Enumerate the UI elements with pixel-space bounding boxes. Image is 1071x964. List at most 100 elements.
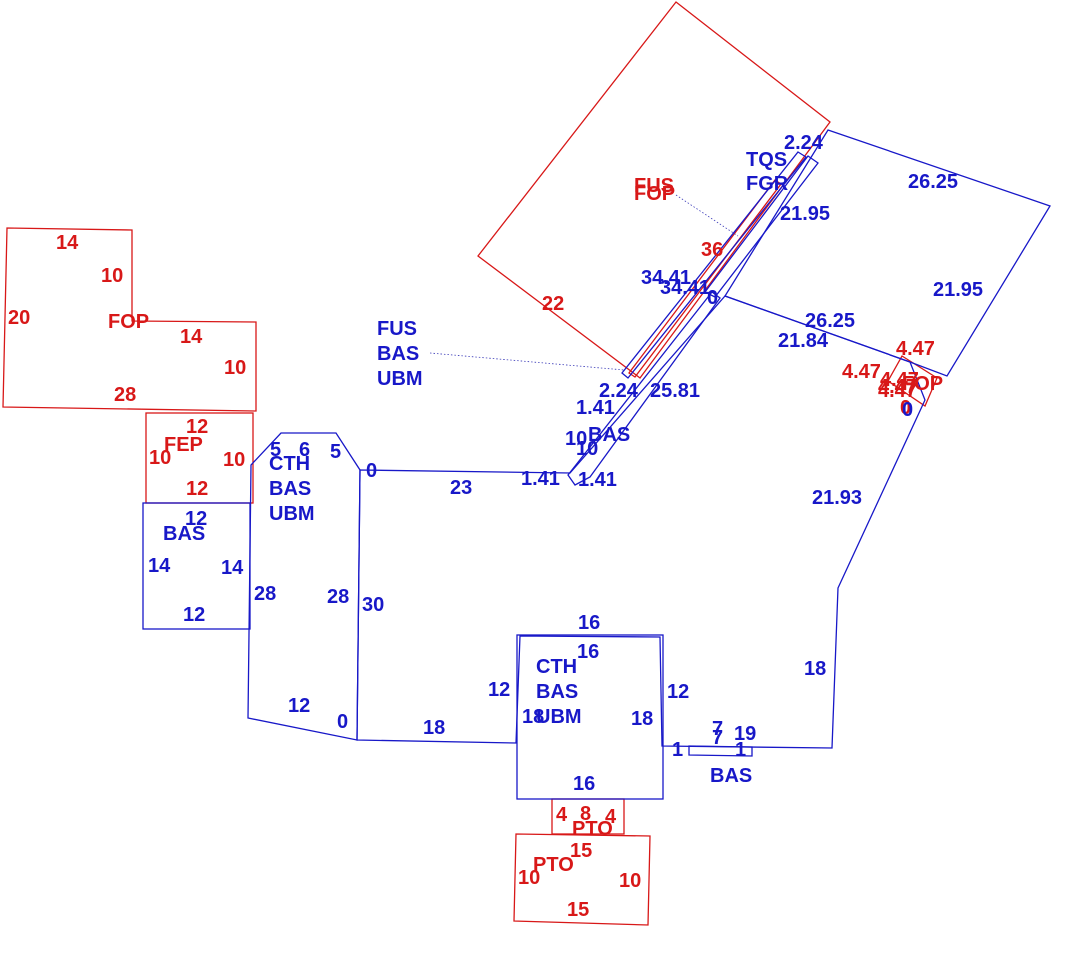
dimension-label: 16 (573, 773, 595, 795)
left-tower-outline (247, 432, 361, 741)
area-code-label: BAS (377, 343, 419, 365)
dimension-label: 21.93 (812, 487, 862, 509)
dimension-label: 10 (518, 867, 540, 889)
dimension-label: 18 (804, 658, 826, 680)
dimension-label: 10 (565, 428, 587, 450)
dimension-label: 2.24 (599, 380, 639, 402)
dimension-label: FOP (902, 373, 943, 395)
bas-diagonal-outline (567, 291, 721, 486)
area-code-label: FUS (377, 318, 417, 340)
area-code-label: BAS (536, 681, 578, 703)
area-code-label: BAS (710, 765, 752, 787)
dimension-label: 20 (8, 307, 30, 329)
fgr-strip-outline (704, 155, 819, 298)
dimension-label: 12 (288, 695, 310, 717)
dimension-label: FOP (108, 311, 149, 333)
right-wing-outline (724, 129, 1051, 377)
dimension-label: 36 (701, 239, 723, 261)
dimension-label: 12 (667, 681, 689, 703)
dimension-label: 1.41 (521, 468, 560, 490)
dimension-label: 14 (56, 232, 79, 254)
dimension-label: 26.25 (805, 310, 855, 332)
dimension-label: 4 (556, 804, 568, 826)
dimension-label: 34.41 (641, 267, 691, 289)
dimension-label: 0 (337, 711, 348, 733)
cth-bottom-room-outline (516, 634, 664, 800)
dimension-label: 5 (330, 441, 341, 463)
area-code-label: UBM (269, 503, 315, 525)
dimension-label: FUS (634, 175, 674, 197)
dimension-label: 0 (366, 460, 377, 482)
dimension-label: 10 (224, 357, 246, 379)
dimension-label: 22 (542, 293, 564, 315)
dimension-label: 10 (576, 438, 598, 460)
dimension-label: 4 (605, 806, 617, 828)
dimension-label: 10 (619, 870, 641, 892)
dimension-label: 4.47 (878, 376, 917, 398)
dimension-label: FOP (634, 183, 675, 205)
dimension-label: PTO (533, 854, 574, 876)
dimension-label: 2.24 (784, 132, 824, 154)
dimension-label: 0 (902, 399, 913, 421)
dimension-label: 18 (522, 706, 544, 728)
dimension-label: 12 (488, 679, 510, 701)
dimension-label: 10 (149, 447, 171, 469)
fus-fop-leader-line (675, 194, 739, 237)
dimension-label: 28 (114, 384, 136, 406)
dimension-label: 4.47 (878, 380, 917, 402)
dimension-label: 30 (362, 594, 384, 616)
dimension-label: 26.25 (908, 171, 958, 193)
dimension-label: 1 (672, 739, 683, 761)
dimension-label: 14 (221, 557, 244, 579)
dimension-label: 0 (900, 397, 911, 419)
dimension-label: 18 (423, 717, 445, 739)
fus-bas-ubm-leader-line (429, 352, 625, 371)
dimension-label: 16 (578, 612, 600, 634)
dimension-label: 15 (567, 899, 589, 921)
dimension-label: 28 (254, 583, 276, 605)
dimension-label: 1.41 (578, 469, 617, 491)
area-code-label: BAS (163, 523, 205, 545)
dimension-label: 14 (180, 326, 203, 348)
area-code-label: BAS (269, 478, 311, 500)
fop-small-porch-outline (887, 355, 938, 407)
bas-left-room-outline (142, 502, 251, 630)
dimension-label: 1 (735, 739, 746, 761)
area-code-label: CTH (269, 453, 310, 475)
dimension-label: 18 (631, 708, 653, 730)
area-code-label: UBM (536, 706, 582, 728)
dimension-label: 12 (183, 604, 205, 626)
dimension-label: 12 (186, 478, 208, 500)
bas-small-strip-outline (688, 745, 753, 757)
dimension-label: 12 (185, 508, 207, 530)
dimension-label: 7 (712, 718, 723, 740)
fus-bas-strip-outline (621, 151, 807, 379)
dimension-label: 16 (577, 641, 599, 663)
dimension-label: 7 (712, 727, 723, 749)
area-code-label: UBM (377, 368, 423, 390)
dimension-label: 4.47 (842, 361, 881, 383)
pto-patio-outline (513, 833, 651, 926)
dimension-label: 4.47 (880, 369, 919, 391)
dimension-label: FEP (164, 434, 203, 456)
dimension-label: 25.81 (650, 380, 700, 402)
dimension-label: 4.47 (896, 338, 935, 360)
main-building-outline (356, 295, 926, 749)
dimension-label: 1.41 (576, 397, 615, 419)
dimension-label: 8 (580, 803, 591, 825)
dimension-label: 21.95 (933, 279, 983, 301)
dimension-label: PTO (572, 818, 613, 840)
dimension-label: 6 (299, 439, 310, 461)
dimension-label: 15 (570, 840, 592, 862)
area-code-label: FGR (746, 173, 789, 195)
dimension-label: 10 (223, 449, 245, 471)
fus-strip-outline (628, 179, 782, 378)
dimension-label: 21.95 (780, 203, 830, 225)
dimension-label: 23 (450, 477, 472, 499)
area-code-label: TQS (746, 149, 787, 171)
dimension-label: 10 (101, 265, 123, 287)
area-code-label: CTH (536, 656, 577, 678)
fop-porch-upper-outline (477, 1, 831, 379)
dimension-label: 19 (734, 723, 756, 745)
